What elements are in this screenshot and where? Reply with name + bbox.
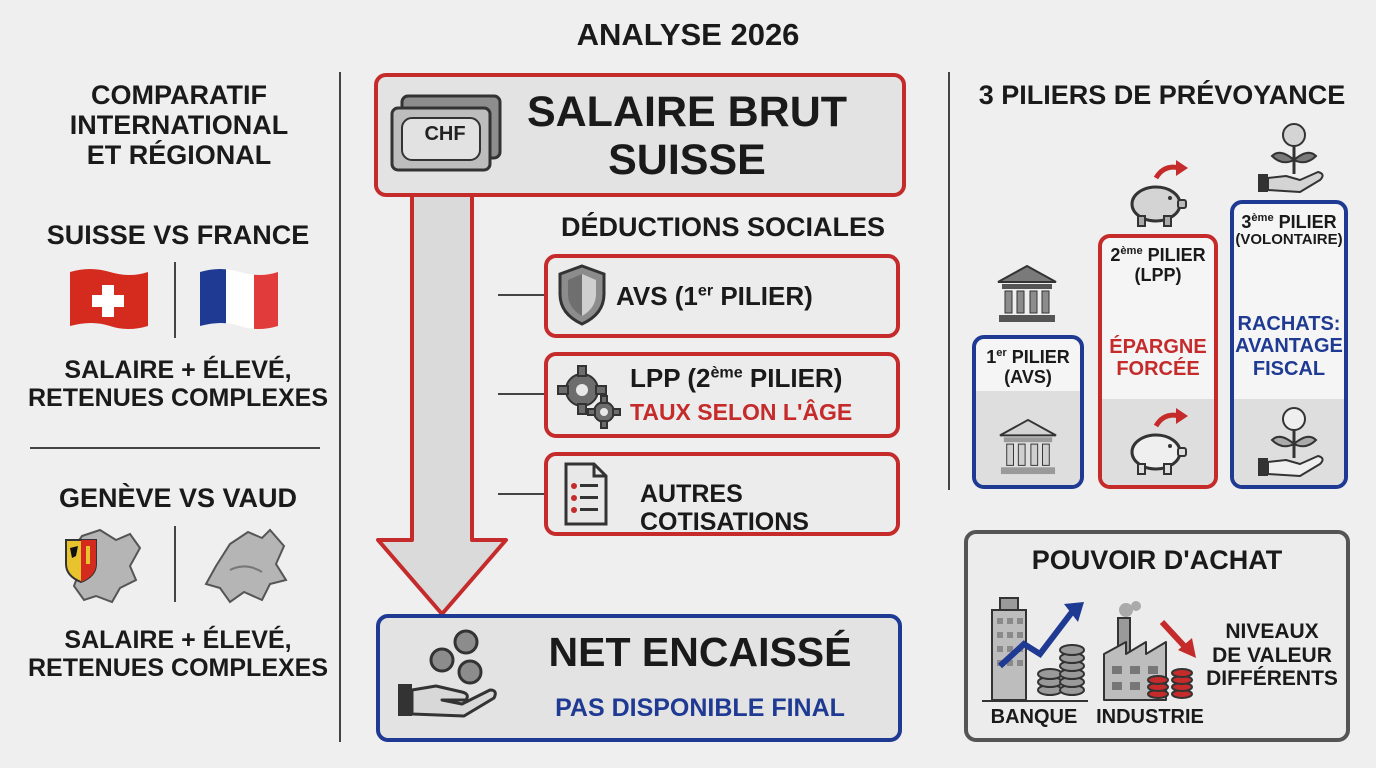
avs-label: AVS (1er PILIER)	[616, 281, 876, 311]
flow-down-arrow	[376, 190, 508, 616]
pillar-1-sup: er	[996, 347, 1007, 359]
pillar-3-desc-line-2: AVANTAGE	[1235, 335, 1343, 358]
currency-label: CHF	[424, 123, 466, 145]
comparison-heading: COMPARATIF INTERNATIONAL ET RÉGIONAL	[40, 80, 318, 171]
pillar-3-desc-line-1: RACHATS:	[1237, 313, 1341, 335]
lpp-label: LPP (2ème PILIER)	[630, 363, 890, 393]
value-levels-line-2: DE VALEUR	[1212, 643, 1332, 667]
bank-building-icon-top	[997, 264, 1057, 322]
french-flag-icon	[200, 269, 278, 329]
value-levels-line-1: NIVEAUX	[1225, 620, 1319, 643]
pillar-1-word: PILIER	[1006, 347, 1070, 367]
swiss-flag-icon	[70, 269, 148, 329]
geneve-vaud-caption-line-1: SALAIRE + ÉLEVÉ,	[64, 626, 292, 654]
value-levels-text: NIVEAUX DE VALEUR DIFFÉRENTS	[1206, 620, 1338, 691]
suisse-france-caption-line-2: RETENUES COMPLEXES	[27, 384, 329, 412]
page-title: ANALYSE 2026	[576, 17, 800, 52]
deductions-heading: DÉDUCTIONS SOCIALES	[560, 212, 886, 242]
connector-other	[498, 493, 546, 495]
column-separator-right	[948, 72, 950, 490]
gears-icon	[557, 365, 621, 429]
geneva-map-icon	[65, 528, 142, 604]
avs-label-suffix: PILIER)	[713, 281, 813, 311]
gross-salary-title: SALAIRE BRUT SUISSE	[520, 88, 854, 184]
shield-icon	[558, 264, 606, 326]
factory-icon	[1103, 601, 1196, 701]
gross-salary-title-line-2: SUISSE	[608, 136, 766, 185]
bank-label: BANQUE	[990, 706, 1078, 728]
other-contributions-label: AUTRES COTISATIONS	[640, 480, 809, 536]
pillar-2-num: 2	[1110, 245, 1121, 265]
money-plant-icon-top	[1258, 123, 1324, 193]
gross-salary-title-line-1: SALAIRE BRUT	[526, 88, 848, 136]
comparison-heading-line-3: ET RÉGIONAL	[86, 140, 272, 171]
pillar-1-title: 1er PILIER (AVS)	[976, 347, 1080, 387]
pillar-2-sup: ème	[1120, 245, 1143, 257]
value-levels-line-3: DIFFÉRENTS	[1206, 667, 1338, 691]
geneve-vaud-caption-line-2: RETENUES COMPLEXES	[27, 654, 329, 682]
geneve-vaud-heading: GENÈVE vs VAUD	[58, 483, 298, 513]
net-salary-subtitle: PAS DISPONIBLE FINAL	[555, 694, 845, 722]
pillar-2-title: 2ème PILIER (LPP)	[1102, 245, 1214, 285]
comparison-heading-line-1: COMPARATIF	[91, 80, 267, 110]
purchasing-power-box	[964, 530, 1350, 742]
pillar-3-desc-line-3: FISCAL	[1252, 357, 1326, 380]
purchasing-power-heading: POUVOIR D'ACHAT	[1031, 545, 1283, 575]
geneve-vaud-caption: SALAIRE + ÉLEVÉ, RETENUES COMPLEXES	[22, 626, 334, 682]
maps-divider	[174, 526, 176, 602]
bank-building-icon-bottom	[999, 418, 1057, 475]
pillar-2-desc-line-2: FORCÉE	[1116, 358, 1200, 381]
avs-label-text: AVS (1	[616, 281, 698, 311]
flags-divider	[174, 262, 176, 338]
pillar-2-sub: (LPP)	[1134, 265, 1182, 286]
pillar-2-description: ÉPARGNE FORCÉE	[1102, 336, 1214, 381]
connector-avs	[498, 294, 546, 296]
money-plant-icon-bottom	[1258, 407, 1324, 477]
pillar-2-desc-line-1: ÉPARGNE	[1109, 336, 1207, 358]
hand-coins-icon	[398, 629, 497, 718]
column-separator-left	[339, 72, 341, 742]
banknote-icon	[390, 94, 502, 172]
pillar-3-num: 3	[1241, 212, 1252, 232]
pillar-3-word: PILIER	[1273, 212, 1337, 232]
piggy-bank-icon-top	[1130, 160, 1188, 227]
lpp-label-suffix: PILIER)	[742, 363, 843, 393]
pillar-3-description: RACHATS: AVANTAGE FISCAL	[1234, 313, 1344, 380]
bank-skyline-icon	[982, 597, 1088, 702]
pillar-2-word: PILIER	[1142, 245, 1206, 265]
document-checklist-icon	[564, 462, 608, 526]
pillar-3-sub: (VOLONTAIRE)	[1235, 231, 1343, 249]
suisse-france-caption: SALAIRE + ÉLEVÉ, RETENUES COMPLEXES	[22, 356, 334, 412]
connector-lpp	[498, 393, 546, 395]
lpp-note: TAUX SELON L'ÂGE	[630, 399, 853, 425]
suisse-france-heading: SUISSE vs FRANCE	[46, 220, 310, 250]
pillar-1-num: 1	[986, 347, 997, 367]
net-salary-title: NET ENCAISSÉ	[548, 629, 852, 675]
left-section-divider	[30, 447, 320, 449]
suisse-france-caption-line-1: SALAIRE + ÉLEVÉ,	[64, 356, 292, 384]
lpp-label-sup: ème	[710, 363, 743, 382]
pillar-3-title: 3ème PILIER (VOLONTAIRE)	[1234, 212, 1344, 249]
lpp-label-text: LPP (2	[630, 363, 711, 393]
comparison-heading-line-2: INTERNATIONAL	[69, 110, 289, 141]
piggy-bank-icon-bottom	[1130, 408, 1188, 475]
pillar-1-sub: (AVS)	[1004, 367, 1052, 388]
industry-label: INDUSTRIE	[1096, 706, 1204, 728]
pillars-heading: 3 PILIERS DE PRÉVOYANCE	[978, 80, 1346, 110]
vaud-map-icon	[204, 528, 288, 604]
pillar-3-sup: ème	[1251, 212, 1274, 224]
avs-label-sup: er	[697, 281, 714, 300]
